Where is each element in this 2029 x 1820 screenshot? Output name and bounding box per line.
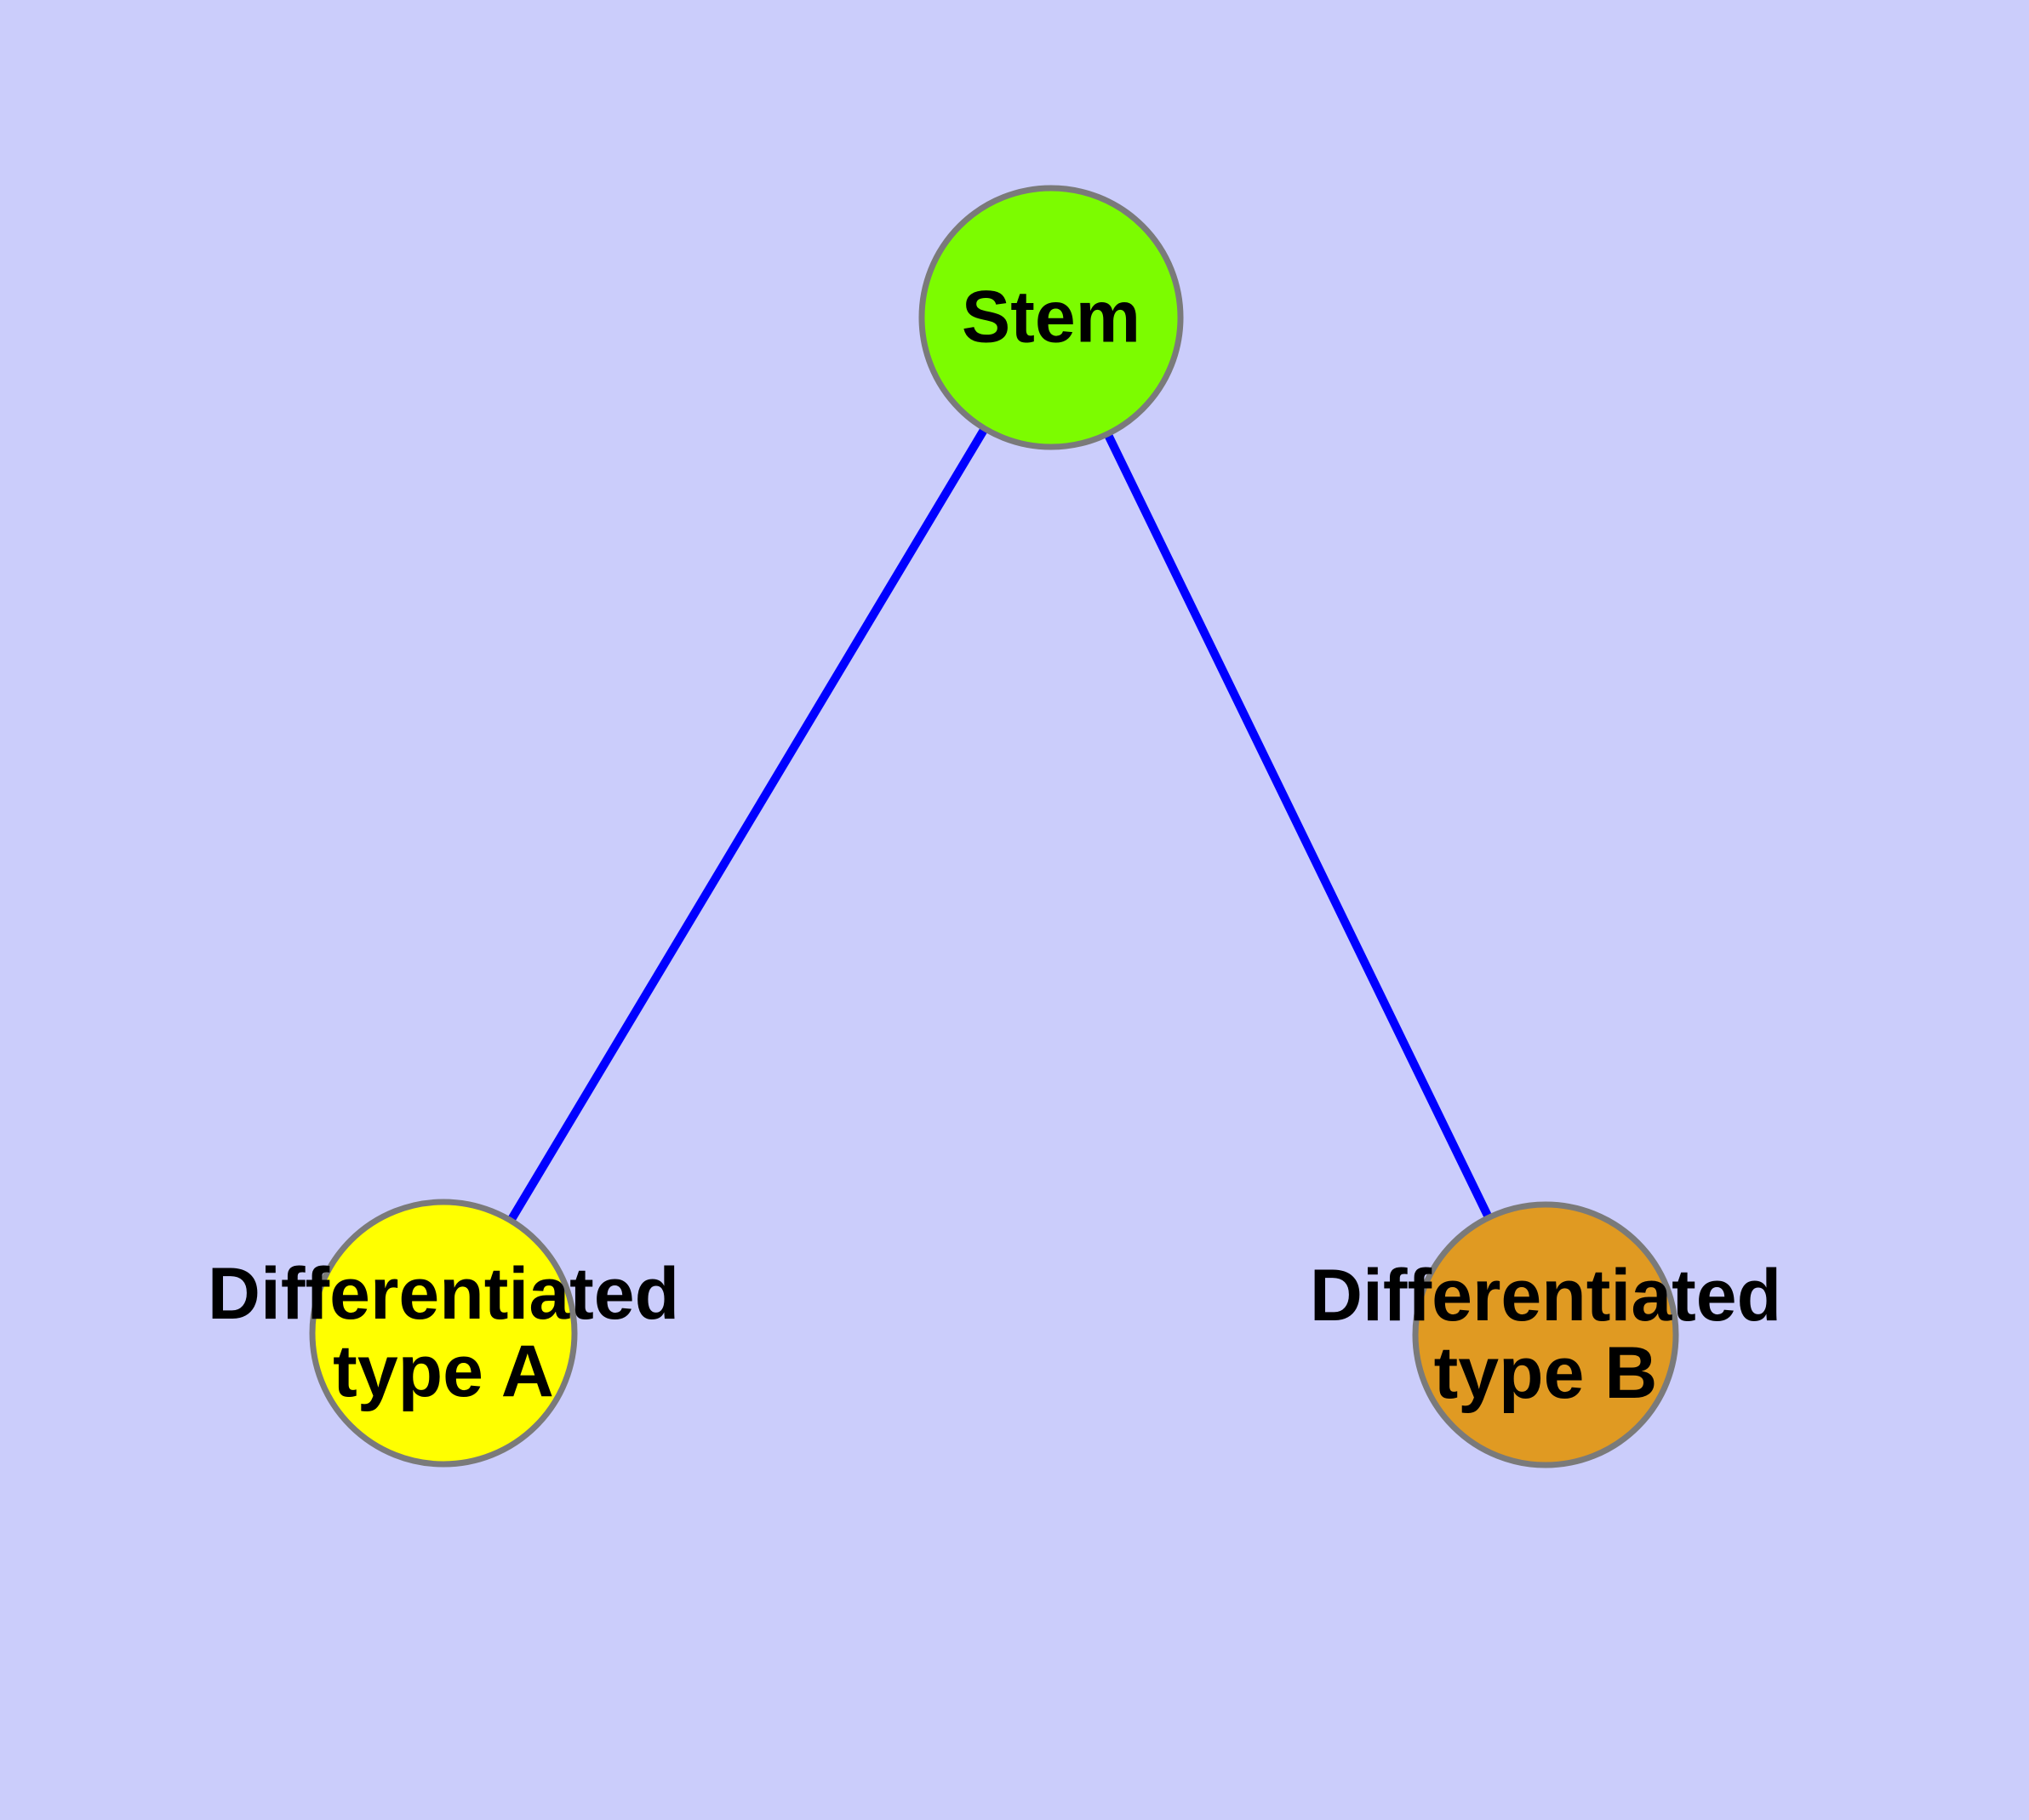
graph-edge-stem-to-diff-b bbox=[1103, 430, 1494, 1222]
node-layer bbox=[309, 185, 1679, 1468]
graph-node-stem[interactable] bbox=[918, 185, 1184, 450]
graph-node-diff-a[interactable] bbox=[309, 1199, 578, 1468]
graph-node-diff-b[interactable] bbox=[1412, 1201, 1679, 1468]
graph-edge-stem-to-diff-a bbox=[506, 425, 990, 1225]
edge-layer bbox=[506, 425, 1494, 1225]
